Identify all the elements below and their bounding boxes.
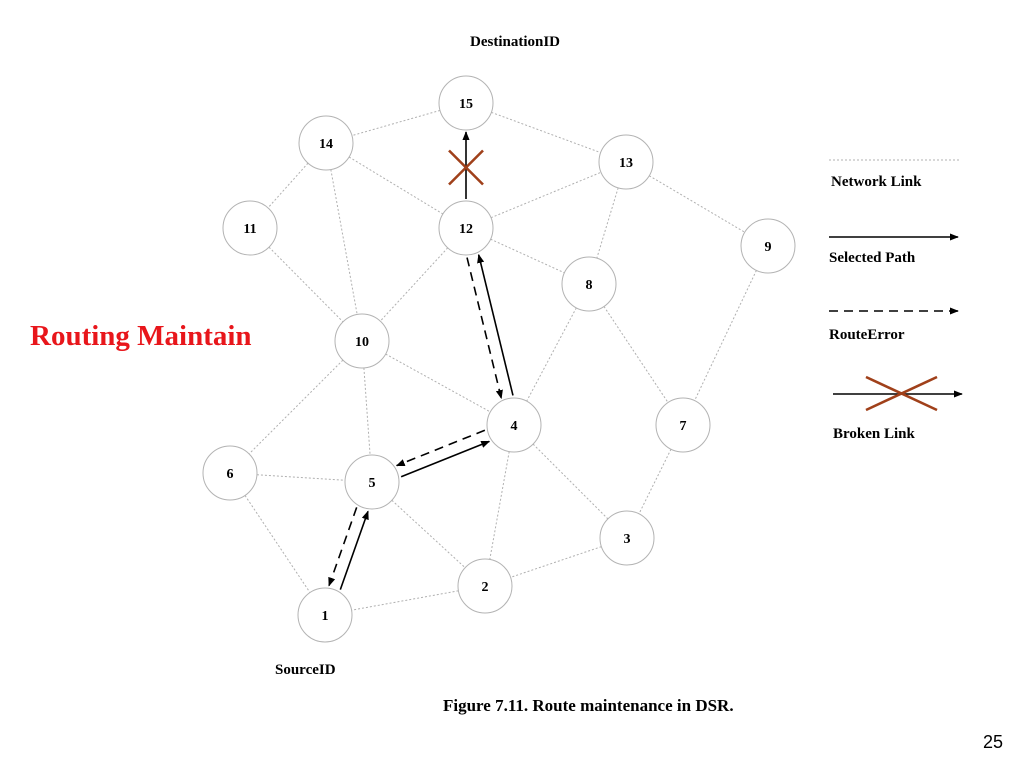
network-link-15-13 (491, 111, 601, 154)
node-label: 9 (765, 240, 772, 255)
legend-route-error: RouteError (829, 307, 959, 343)
node-7: 7 (655, 397, 711, 453)
node-8: 8 (561, 256, 617, 312)
selected-path-arrow-5-4 (400, 440, 491, 478)
network-link-10-4 (385, 353, 491, 413)
broken-link-marker (448, 149, 484, 186)
node-circle (334, 313, 390, 369)
network-link-12-10 (379, 247, 449, 322)
node-11: 11 (222, 200, 278, 256)
node-circle (438, 75, 494, 131)
network-link-14-12 (348, 156, 444, 215)
node-15: 15 (438, 75, 494, 131)
node-1: 1 (297, 587, 353, 643)
node-6: 6 (202, 445, 258, 501)
network-link-11-10 (268, 246, 344, 323)
node-circle (599, 510, 655, 566)
destination-label: DestinationID (470, 34, 560, 50)
node-label: 11 (243, 222, 256, 237)
node-10: 10 (334, 313, 390, 369)
node-label: 7 (680, 419, 687, 434)
node-label: 12 (459, 222, 473, 237)
node-14: 14 (298, 115, 354, 171)
network-link-10-6 (248, 359, 344, 455)
network-link-3-2 (510, 546, 602, 578)
network-link-7-3 (638, 448, 672, 515)
figure-caption: Figure 7.11. Route maintenance in DSR. (443, 696, 734, 715)
network-link-5-2 (391, 499, 466, 569)
network-link-14-11 (267, 162, 309, 209)
legend-broken-x-icon (865, 375, 938, 412)
network-link-2-1 (351, 590, 459, 611)
node-circle (561, 256, 617, 312)
legend-selected-path: Selected Path (829, 233, 959, 266)
node-circle (740, 218, 796, 274)
slide-title: Routing Maintain (30, 320, 252, 352)
node-label: 14 (319, 137, 333, 152)
network-link-4-2 (489, 451, 510, 560)
node-3: 3 (599, 510, 655, 566)
network-link-15-14 (351, 109, 441, 137)
node-circle (202, 445, 258, 501)
node-circle (297, 587, 353, 643)
node-label: 1 (322, 609, 329, 624)
network-link-6-5 (256, 474, 346, 481)
network-link-8-7 (603, 306, 669, 403)
node-circle (438, 200, 494, 256)
network-link-12-13 (490, 171, 602, 219)
network-link-12-8 (490, 238, 565, 274)
page-number: 25 (983, 732, 1004, 752)
selected-path-arrow-4-12 (477, 253, 514, 396)
legend-broken-link: Broken Link (833, 375, 963, 442)
network-link-10-5 (363, 367, 371, 456)
node-12: 12 (438, 200, 494, 256)
network-link-9-7 (694, 270, 757, 401)
legend-route-error-label: RouteError (829, 327, 905, 343)
node-circle (486, 397, 542, 453)
node-label: 4 (511, 419, 518, 434)
network-links (244, 109, 757, 611)
legend-network-link: Network Link (829, 159, 960, 190)
route-paths (328, 131, 514, 590)
legend-selected-path-label: Selected Path (829, 250, 916, 266)
node-label: 2 (482, 580, 489, 595)
node-9: 9 (740, 218, 796, 274)
node-circle (222, 200, 278, 256)
node-circle (298, 115, 354, 171)
network-link-8-4 (526, 307, 577, 402)
network-link-6-1 (244, 495, 311, 593)
legend-broken-link-label: Broken Link (833, 426, 915, 442)
node-label: 8 (586, 278, 593, 293)
network-link-13-8 (596, 187, 619, 259)
source-label: SourceID (275, 662, 336, 678)
node-4: 4 (486, 397, 542, 453)
network-link-4-3 (532, 443, 609, 520)
route-error-arrow-12-4 (466, 257, 503, 400)
node-13: 13 (598, 134, 654, 190)
node-label: 13 (619, 156, 633, 171)
route-error-arrow-4-5 (395, 429, 486, 467)
node-circle (344, 454, 400, 510)
node-label: 3 (624, 532, 631, 547)
node-circle (457, 558, 513, 614)
broken-link-x-icon (448, 149, 484, 186)
selected-path-arrow-1-5 (339, 510, 369, 590)
node-label: 15 (459, 97, 473, 112)
node-label: 5 (369, 476, 376, 491)
network-link-13-9 (648, 175, 746, 233)
route-error-arrow-5-1 (328, 507, 358, 587)
node-label: 10 (355, 335, 369, 350)
node-circle (598, 134, 654, 190)
legend: Network Link Selected Path RouteError Br… (829, 159, 963, 442)
legend-network-link-label: Network Link (831, 174, 922, 190)
node-label: 6 (227, 467, 234, 482)
node-circle (655, 397, 711, 453)
node-5: 5 (344, 454, 400, 510)
network-link-14-10 (330, 169, 358, 315)
node-2: 2 (457, 558, 513, 614)
